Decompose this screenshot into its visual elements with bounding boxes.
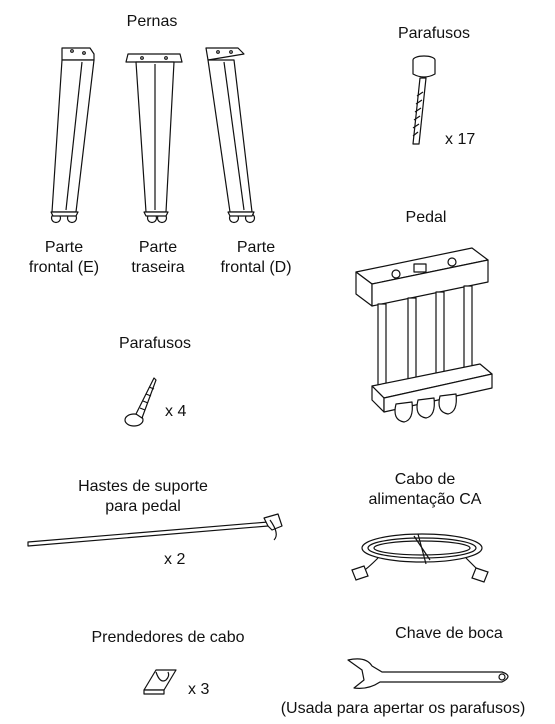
leg-front-left-drawing bbox=[51, 48, 94, 223]
cable-clip-icon bbox=[142, 664, 180, 698]
leg-rear-drawing bbox=[126, 54, 182, 223]
short-screw-icon bbox=[120, 372, 160, 432]
power-cable-title-line2: alimentação CA bbox=[368, 491, 482, 508]
short-screws-title: Parafusos bbox=[118, 335, 192, 352]
pedal-unit-illustration bbox=[352, 236, 512, 436]
power-cable-icon bbox=[348, 520, 498, 586]
leg-front-right-drawing bbox=[206, 48, 255, 223]
short-screws-quantity: x 4 bbox=[165, 403, 187, 420]
long-screws-title: Parafusos bbox=[397, 25, 471, 42]
support-rods-title-line1: Hastes de suporte bbox=[78, 478, 208, 495]
leg-rear-label-line1: Parte bbox=[138, 239, 178, 256]
power-cable-title-line1: Cabo de bbox=[394, 471, 456, 488]
cable-clips-title: Prendedores de cabo bbox=[91, 629, 245, 646]
support-rods-quantity: x 2 bbox=[164, 551, 186, 568]
leg-front-right-label-line2: frontal (D) bbox=[220, 259, 292, 276]
wrench-icon bbox=[342, 654, 518, 694]
wrench-note: (Usada para apertar os parafusos) bbox=[280, 700, 526, 717]
support-rods-title-line2: para pedal bbox=[105, 498, 181, 515]
long-screw-icon bbox=[402, 52, 442, 152]
leg-front-left-label-line2: frontal (E) bbox=[28, 259, 100, 276]
legs-illustration bbox=[38, 40, 278, 230]
leg-front-right-label-line1: Parte bbox=[236, 239, 276, 256]
wrench-title: Chave de boca bbox=[395, 625, 503, 642]
support-rod-icon bbox=[28, 508, 290, 554]
legs-title: Pernas bbox=[126, 13, 178, 30]
leg-rear-label-line2: traseira bbox=[131, 259, 185, 276]
leg-front-left-label-line1: Parte bbox=[44, 239, 84, 256]
long-screws-quantity: x 17 bbox=[445, 131, 476, 148]
pedal-title: Pedal bbox=[405, 209, 447, 226]
cable-clips-quantity: x 3 bbox=[188, 681, 210, 698]
